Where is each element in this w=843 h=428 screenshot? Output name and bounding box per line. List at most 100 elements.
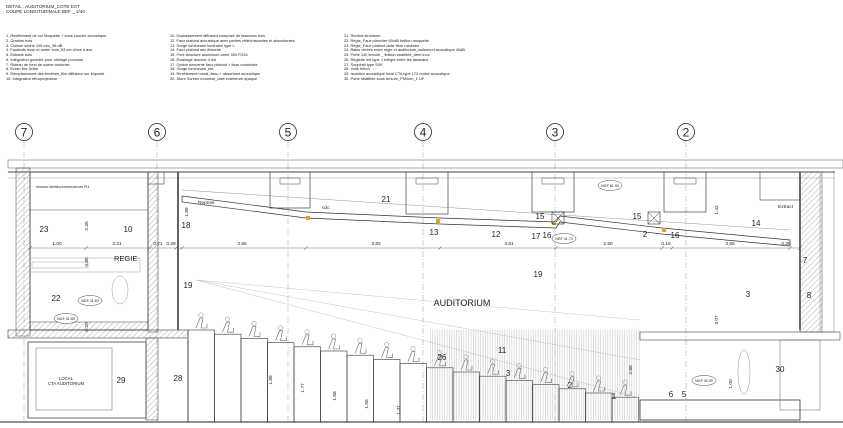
seat-icon xyxy=(275,330,287,341)
legend-item: 21. Renfort structurel xyxy=(344,33,381,38)
grid-axis-bubble xyxy=(546,123,564,141)
seating-tier xyxy=(214,333,242,423)
level-tag xyxy=(53,313,79,324)
beam xyxy=(663,171,707,213)
dimension-label: 1.00 xyxy=(52,241,62,247)
dimension-label: 3.55 xyxy=(725,241,735,247)
dimension-label: 0.85 xyxy=(84,257,90,267)
dimension-label: 1.42 xyxy=(714,205,720,215)
callout-number: 14 xyxy=(752,219,761,228)
spectator-head xyxy=(384,341,389,347)
truss-15b xyxy=(647,211,661,225)
legend-item: 9. Remplacement des fenêtres_film diffus… xyxy=(6,71,105,76)
duct xyxy=(415,177,439,185)
callout-number: 3 xyxy=(746,290,751,299)
legend-item: 18. Gorge lumineuse_led xyxy=(170,66,214,72)
legend-item: 19. Revêtement mural_tissu + absorbant a… xyxy=(170,71,261,76)
callout-number: 19 xyxy=(184,281,193,290)
roof-beams xyxy=(147,171,801,215)
spectator-head xyxy=(225,316,230,322)
callout-number: 29 xyxy=(117,376,126,385)
acoustic-battens xyxy=(430,330,640,420)
grid-axis-bubble xyxy=(414,123,432,141)
seat-icon xyxy=(195,317,208,329)
legend-item: 7. Rideau de fond de scène motorisé xyxy=(6,61,70,67)
callout-number: 16 xyxy=(671,231,680,240)
callout-number: 8 xyxy=(807,291,812,300)
level-tag xyxy=(597,180,623,191)
dimension-label: 1.77 xyxy=(300,383,306,393)
legend-column-1: 1. Revêtement de sol Moquette + sous cou… xyxy=(6,33,106,82)
dimension-label: 2.35 xyxy=(84,221,90,231)
dimension-label: 0.28 xyxy=(781,241,791,247)
drawing-header: DETAIL : AUDITORIUM_COTE EST COUPE LONGI… xyxy=(6,4,85,15)
seating-tier xyxy=(346,354,374,423)
callout-number: 10 xyxy=(124,225,133,234)
callout-number: 17 xyxy=(532,232,541,241)
grid-axis-bubble xyxy=(677,123,695,141)
dimension-tick xyxy=(669,245,675,251)
seating-tier xyxy=(293,346,321,423)
level-tag xyxy=(551,233,577,244)
grid-axis-label: 7 xyxy=(21,126,28,140)
callout-number: 26 xyxy=(438,353,447,362)
legend-item: 24. Baies vitrées entre régie et auditor… xyxy=(344,47,465,53)
grid-axis-label: 5 xyxy=(285,126,292,140)
dimension-label: 3.07 xyxy=(714,315,720,325)
spectator-head xyxy=(251,320,257,326)
dimension-tick xyxy=(83,245,89,251)
legend-item: 29. Isolation acoustique local CTA type … xyxy=(344,71,450,76)
level-tag-text: NGF 31.60 xyxy=(81,299,99,303)
roof-slab xyxy=(7,159,843,169)
callout-number: 6 xyxy=(669,390,674,399)
dimension-label: 0.16 xyxy=(661,241,671,247)
control-desk xyxy=(31,261,89,269)
legend-item: 14. Faux plafond sec étanche xyxy=(170,47,222,53)
spectator-head xyxy=(331,333,336,339)
seat-icon xyxy=(354,342,367,354)
operator-figure xyxy=(111,275,129,305)
callout-number: 12 xyxy=(492,230,501,239)
projection-rays xyxy=(195,279,641,399)
legend-item: 12. Faux plafond acoustique avec parties… xyxy=(170,37,295,43)
extract-label: Extract xyxy=(778,204,794,210)
duct xyxy=(541,177,565,185)
local-cta-sublabel: CTA AUDITORIUM xyxy=(48,381,85,386)
dimension-tick xyxy=(303,245,309,251)
spectator-head xyxy=(410,346,416,352)
callout-number: 1 xyxy=(612,392,617,401)
dimension-label: 0.71 xyxy=(153,241,163,247)
legend-item: 16. Eclairage douche 4 led xyxy=(170,56,217,62)
ceiling-reflector-line xyxy=(181,189,791,231)
drawing-title: DETAIL : AUDITORIUM_COTE EST xyxy=(6,4,80,9)
legend-column-3: 21. Renfort structurel 22. Régie_Faux pl… xyxy=(344,33,465,82)
level-tag-text: NGF 41.70 xyxy=(555,237,573,241)
regie-partition xyxy=(147,171,159,333)
local-cta xyxy=(27,341,147,419)
door-30 xyxy=(779,339,821,411)
seat-icon xyxy=(328,338,340,350)
dimension-label: 1.55 xyxy=(364,399,370,409)
beam xyxy=(759,171,801,201)
spectator-head xyxy=(278,325,283,331)
dimension-label: 1.68 xyxy=(332,391,338,401)
callout-number: 5 xyxy=(682,390,687,399)
legend-item: 25. Porte 140 tercole _ finition stratif… xyxy=(344,52,430,57)
level-tag-text: NGF 61.90 xyxy=(601,184,619,188)
stage-platform xyxy=(639,399,801,421)
regie-room xyxy=(29,171,149,331)
legend-column-2: 11. Soubassement diffusant composé de ta… xyxy=(170,33,295,82)
grid-axis-bubble xyxy=(148,123,166,141)
spectator-head xyxy=(304,329,310,335)
light-cove-marker xyxy=(552,221,556,225)
legend-item: 26. Réglette led type J intégré entre le… xyxy=(344,56,429,62)
legend-item: 13. Gorge lumineuse luminaire type L xyxy=(170,42,235,48)
dimension-tick xyxy=(437,245,443,251)
legend-item: 6. Intégration goulotte pour câblage pon… xyxy=(6,56,84,62)
grid-axis-label: 2 xyxy=(683,126,690,140)
legend-item: 27. Soupirail type S09 xyxy=(344,61,383,67)
dimension-tick xyxy=(659,245,665,251)
seat-icon xyxy=(222,321,234,333)
dimension-label: 1.89 xyxy=(184,207,190,217)
window-note: niveau ventilo/convecteurs R1 xyxy=(36,184,90,189)
